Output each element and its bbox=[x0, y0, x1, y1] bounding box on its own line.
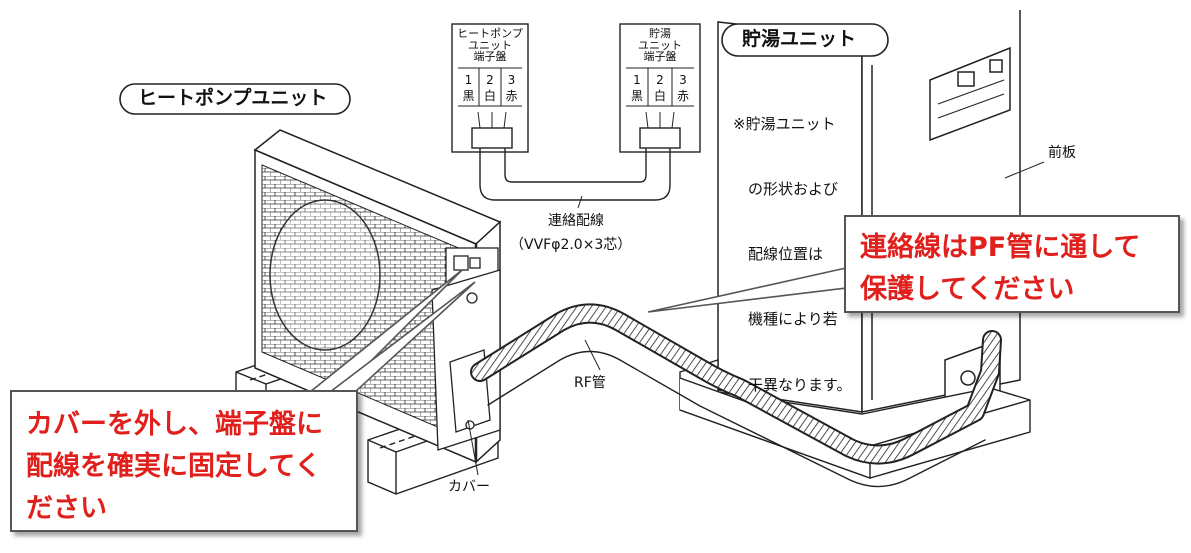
terminal-right-title-line: 端子盤 bbox=[643, 50, 677, 64]
pf-pipe bbox=[470, 303, 1002, 488]
leader-lines bbox=[467, 161, 1045, 476]
connection-wire-spec: （VVFφ2.0×3芯） bbox=[510, 237, 632, 253]
rf-pipe-label: RF管 bbox=[574, 375, 606, 391]
terminal-right-number: 1 bbox=[633, 73, 641, 87]
note-line: 干異なります。 bbox=[733, 375, 852, 394]
callout-line: 連絡線はPF管に通して bbox=[860, 232, 1141, 263]
callout-line: 保護してください bbox=[860, 273, 1075, 305]
terminal-left-number: 1 bbox=[464, 73, 473, 87]
storage-unit-title: 貯湯ユニット bbox=[742, 28, 857, 50]
callout-line: ださい bbox=[26, 492, 107, 524]
terminal-right-number: 2 bbox=[656, 73, 664, 87]
storage-unit-note: ※貯湯ユニット の形状および 配線位置は 機種により若 干異なります。 bbox=[733, 70, 852, 418]
terminal-right-number: 3 bbox=[679, 73, 687, 87]
note-line: ※貯湯ユニット bbox=[733, 114, 836, 133]
callout-cover-terminal: カバーを外し、端子盤に 配線を確実に固定してく ださい bbox=[10, 390, 358, 532]
heat-pump-unit-title: ヒートポンプユニット bbox=[138, 87, 328, 109]
terminal-left-title: ヒートポンプ ユニット 端子盤 bbox=[452, 28, 528, 63]
callout-line: 配線を確実に固定してく bbox=[26, 450, 322, 482]
front-panel-label: 前板 bbox=[1048, 145, 1076, 161]
cover-label: カバー bbox=[448, 479, 490, 495]
note-line: 配線位置は bbox=[733, 245, 824, 263]
connection-wire-label: 連絡配線 bbox=[548, 213, 604, 229]
terminal-right-title-line: ユニット bbox=[638, 38, 682, 52]
terminal-left-title-line: ユニット bbox=[468, 38, 512, 52]
terminal-wiring bbox=[451, 23, 701, 209]
terminal-left-number: 3 bbox=[507, 73, 516, 87]
callout-pf-pipe: 連絡線はPF管に通して 保護してください bbox=[844, 215, 1180, 313]
terminal-left-number: 2 bbox=[486, 73, 494, 87]
terminal-left-color: 赤 bbox=[505, 89, 518, 103]
note-line: の形状および bbox=[733, 179, 839, 198]
note-line: 機種により若 bbox=[733, 310, 838, 329]
terminal-right-color: 黒 bbox=[630, 89, 643, 103]
terminal-left-color: 白 bbox=[483, 89, 496, 103]
callout-line: カバーを外し、端子盤に bbox=[26, 409, 323, 440]
terminal-right-color: 赤 bbox=[676, 89, 689, 103]
terminal-left-color: 黒 bbox=[462, 89, 475, 103]
terminal-left-title-line: ヒートポンプ bbox=[457, 27, 523, 40]
terminal-right-title: 貯湯 ユニット 端子盤 bbox=[620, 28, 700, 63]
terminal-right-title-line: 貯湯 bbox=[649, 27, 671, 40]
terminal-right-color: 白 bbox=[653, 89, 666, 103]
terminal-left-title-line: 端子盤 bbox=[473, 50, 507, 64]
title-frames bbox=[119, 23, 889, 115]
